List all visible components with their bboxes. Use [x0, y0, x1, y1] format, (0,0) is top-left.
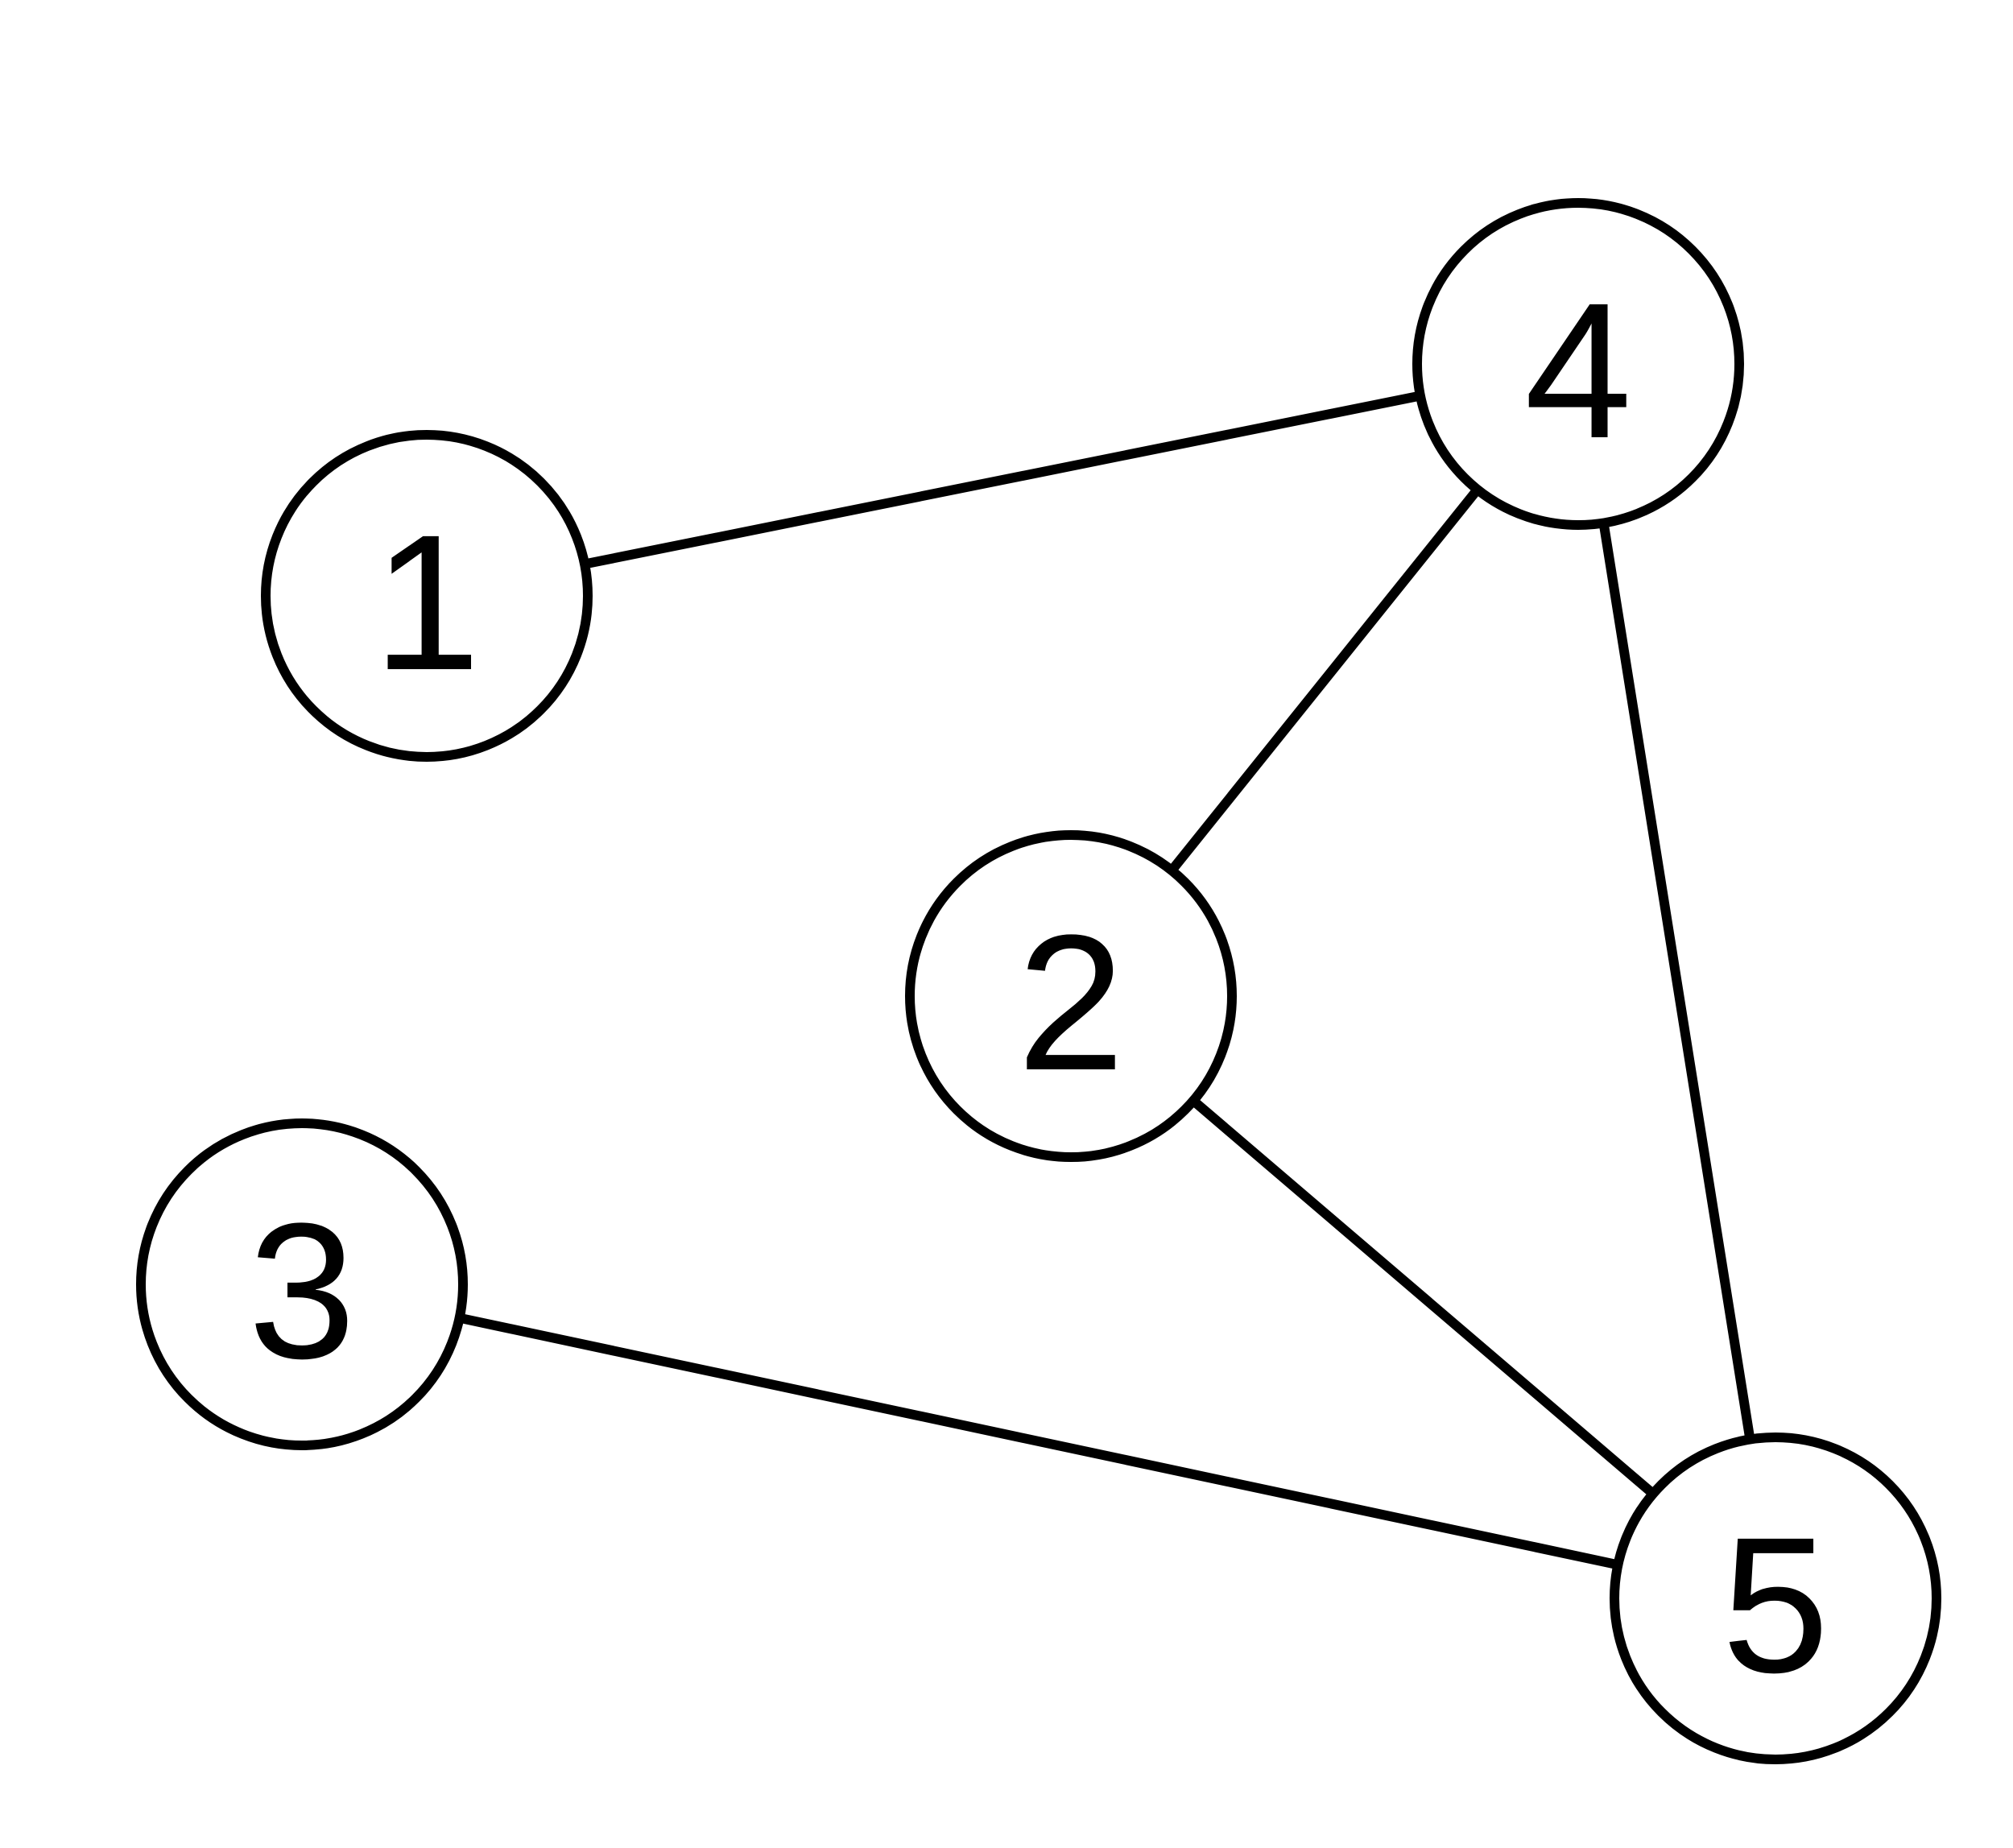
edge-3-5 — [454, 1313, 1623, 1570]
edge-1-4 — [580, 391, 1425, 569]
nodes-layer: 1 2 3 4 5 — [136, 198, 1941, 1764]
node-2-circle — [905, 830, 1237, 1162]
node-5-circle — [1610, 1433, 1941, 1764]
node-2-label: 2 — [1017, 895, 1124, 1110]
node-1-label: 1 — [373, 494, 480, 710]
node-4-label: 4 — [1524, 263, 1631, 478]
node-3: 3 — [136, 1118, 468, 1450]
edge-4-2 — [1167, 484, 1482, 876]
edge-4-5 — [1598, 518, 1755, 1445]
node-3-circle — [136, 1118, 468, 1450]
edge-2-5 — [1188, 1095, 1658, 1499]
node-5-label: 5 — [1722, 1497, 1829, 1713]
node-5: 5 — [1610, 1433, 1941, 1764]
edges-layer — [454, 391, 1755, 1570]
node-1-circle — [261, 430, 593, 762]
node-4-circle — [1412, 198, 1744, 530]
node-2: 2 — [905, 830, 1237, 1162]
node-4: 4 — [1412, 198, 1744, 530]
node-1: 1 — [261, 430, 593, 762]
node-3-label: 3 — [248, 1183, 355, 1399]
